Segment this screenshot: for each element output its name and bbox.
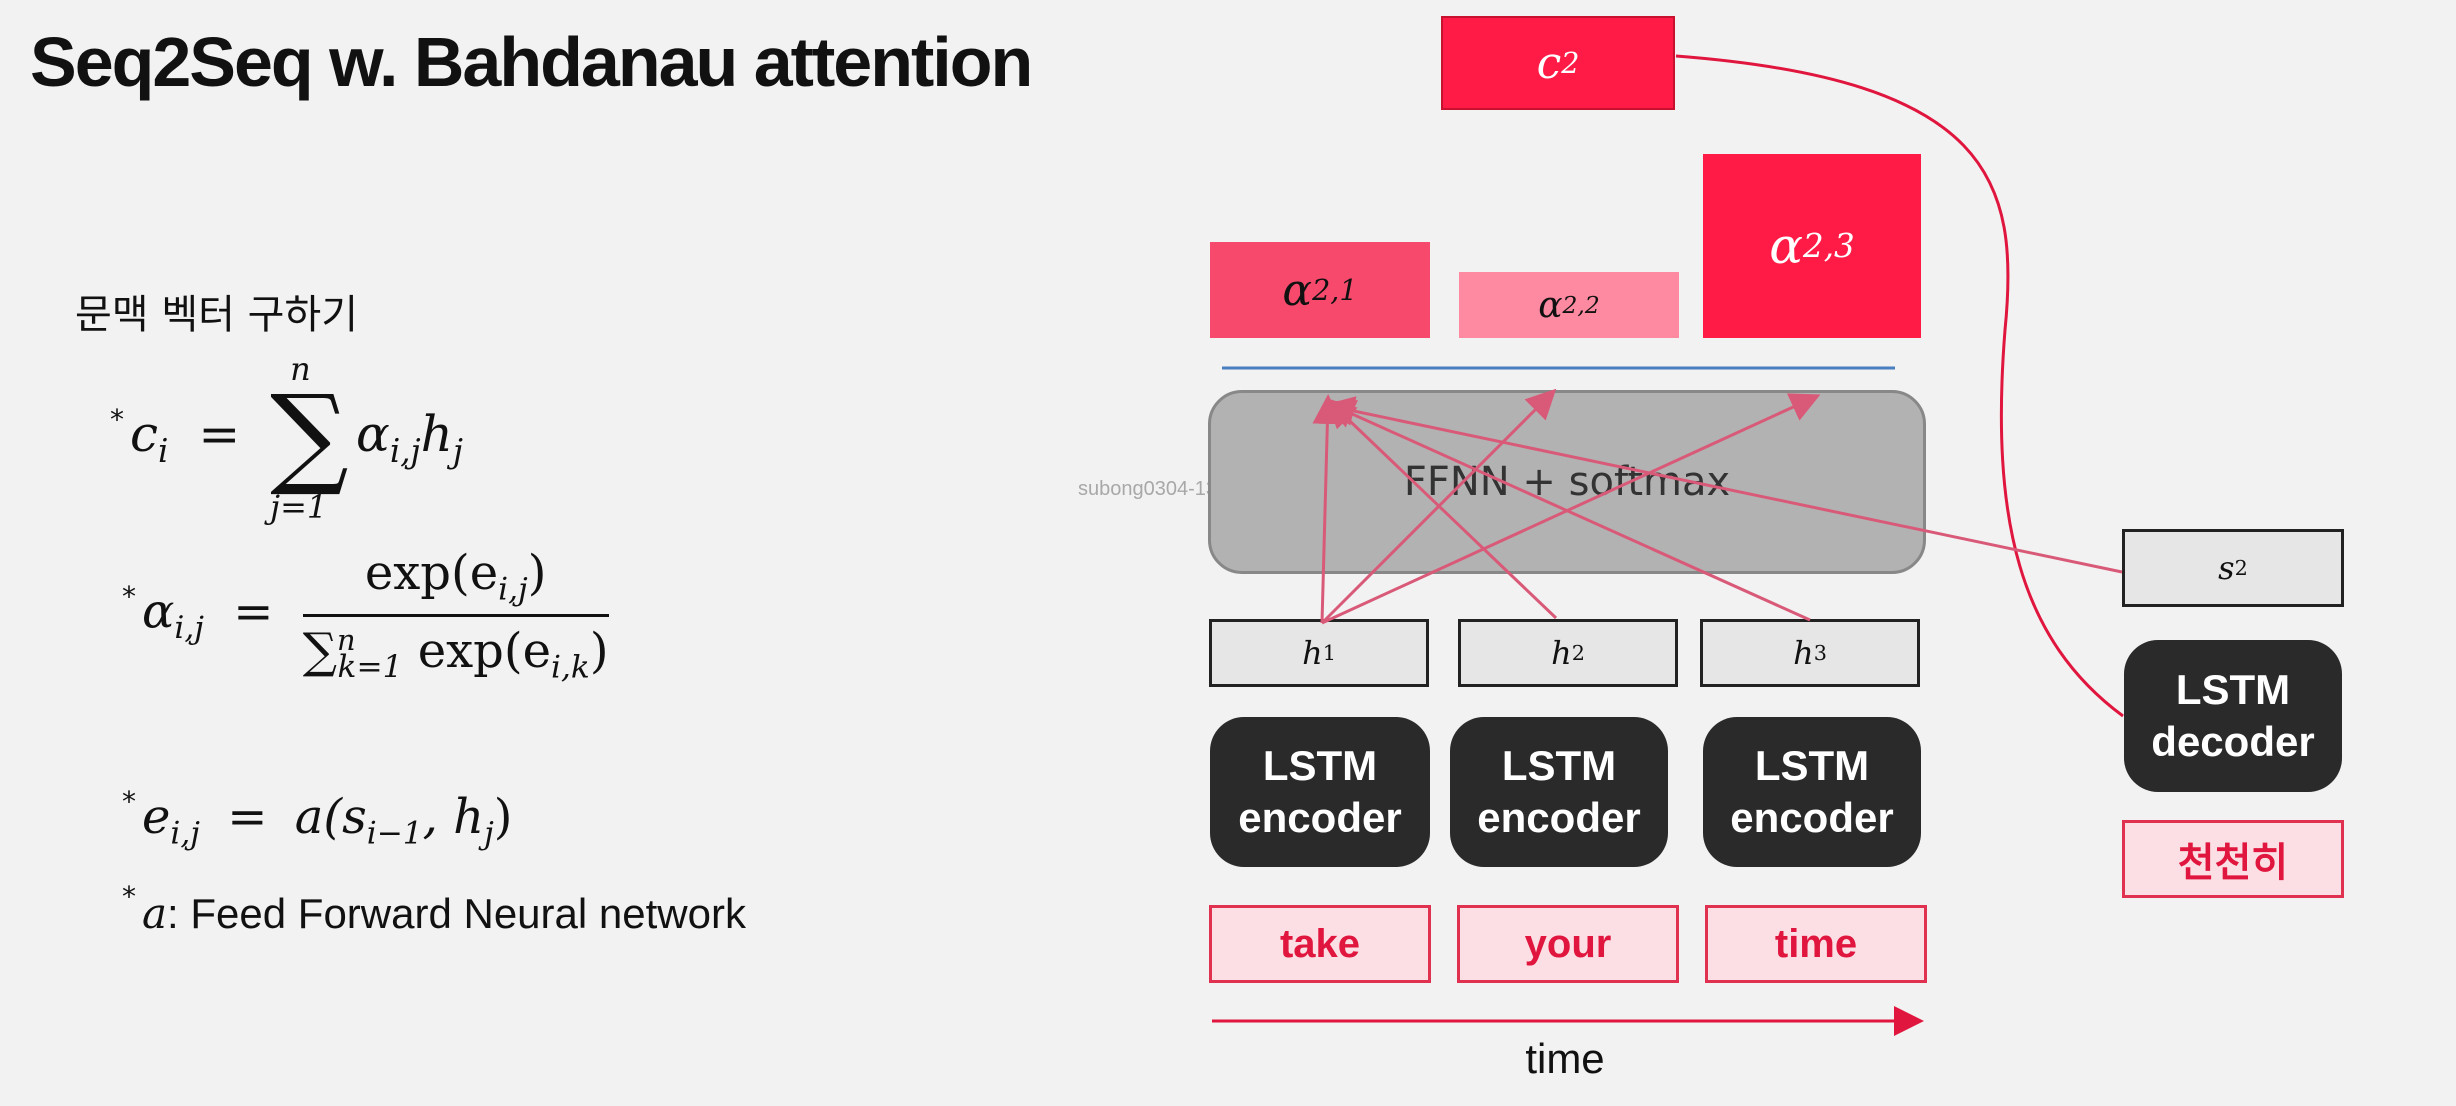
formula-alignment-score: *ei,j = a(si−1, hj) — [122, 785, 513, 852]
ffnn-softmax-block: FFNN + softmax — [1208, 390, 1926, 574]
formula-attention-weight: *αi,j = exp(ei,j) ∑nk=1 exp(ei,k) — [122, 545, 609, 686]
bullet: * — [110, 403, 124, 436]
input-token-box: time — [1705, 905, 1927, 983]
formula-ffnn-definition: *a: Feed Forward Neural network — [122, 880, 746, 938]
time-axis-label: time — [1525, 1035, 1605, 1082]
formula-context-vector: *ci = n ∑ j=1 αi,jhj — [110, 350, 463, 526]
section-heading: 문맥 벡터 구하기 — [75, 292, 359, 338]
input-token-box: your — [1457, 905, 1679, 983]
decoder-output-box: 천천히 — [2122, 820, 2344, 898]
slide-title: Seq2Seq w. Bahdanau attention — [30, 23, 1033, 101]
input-token-box: take — [1209, 905, 1431, 983]
